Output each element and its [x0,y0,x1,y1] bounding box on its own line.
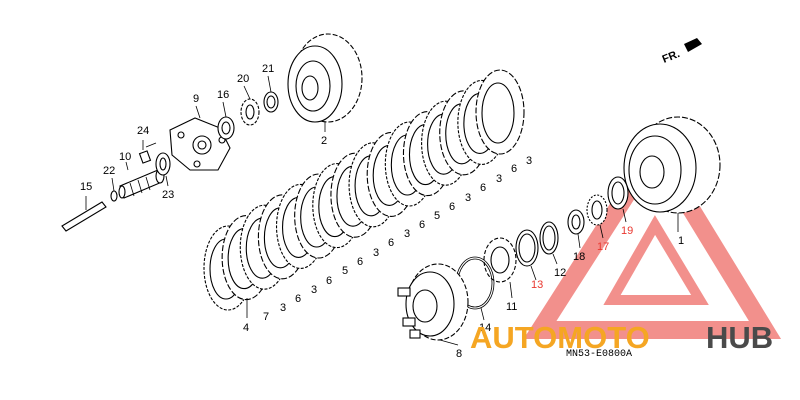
callout-3: 3 [373,247,379,259]
part-21-washer [263,91,279,113]
part-24-bolt [138,142,157,164]
callout-5: 5 [434,210,440,222]
callout-6: 6 [388,237,394,249]
callout-3: 3 [280,302,286,314]
callout-9: 9 [193,93,199,105]
callout-22: 22 [103,165,115,177]
callout-10: 10 [119,151,131,163]
callout-11: 11 [506,301,517,313]
callout-19: 19 [621,225,633,237]
callout-6: 6 [357,256,363,268]
clutch-plate-stack [203,69,525,311]
callout-6: 6 [480,182,486,194]
clutch-plate-inner [481,82,515,144]
callout-6: 6 [449,201,455,213]
part-23-bearing [155,152,171,176]
part-16-nut [217,116,235,140]
callout-3: 3 [526,155,532,167]
callout-3: 3 [465,192,471,204]
callout-3: 3 [311,284,317,296]
watermark-text-hub: HUB [706,320,773,355]
callout-4: 4 [243,322,249,334]
callout-6: 6 [511,163,517,175]
callout-5: 5 [342,265,348,277]
watermark-text-automoto: AUTOMOTO [470,320,650,355]
callout-7: 7 [263,311,269,323]
part-18-bushing [567,209,585,235]
callout-23: 23 [162,189,174,201]
part-2-clutch-center [287,33,363,123]
part-15-pushrod [61,201,107,232]
callout-13: 13 [531,279,543,291]
part-12-washer [539,221,559,255]
watermark-text: AUTOMOTO HUB [470,320,773,355]
callout-labels: 1247363656363656363638910111213141516171… [80,63,684,360]
callout-6: 6 [419,219,425,231]
callout-21: 21 [262,63,274,75]
callout-17: 17 [597,241,609,253]
part-20-lock-washer [240,98,260,126]
callout-6: 6 [326,275,332,287]
part-10-shaft [118,168,165,199]
callout-14: 14 [479,322,491,334]
callout-12: 12 [554,267,566,279]
part-17-needle-bearing [586,194,608,226]
callout-18: 18 [573,251,585,263]
callout-3: 3 [496,173,502,185]
front-direction-arrow: FR. [661,38,702,66]
callout-8: 8 [456,348,462,360]
callout-2: 2 [321,135,327,147]
part-1-clutch-outer [623,116,721,214]
part-9-lifter-plate [169,117,231,171]
part-22-ring [110,190,118,202]
callout-6: 6 [295,293,301,305]
callout-1: 1 [678,235,684,247]
part-11-spring-washer [483,237,517,283]
callout-20: 20 [237,73,249,85]
leader-lines [85,75,679,346]
part-19-thrust-washer [607,176,629,210]
callout-16: 16 [217,89,229,101]
drawing-code: MN53-E0800A [566,349,632,360]
front-direction-label: FR. [661,48,682,66]
part-13-snap-ring [515,229,539,267]
watermark-logo-icon [523,133,782,339]
part-8-pressure-plate [397,263,469,341]
callout-3: 3 [404,228,410,240]
callout-15: 15 [80,181,92,193]
callout-24: 24 [137,125,149,137]
